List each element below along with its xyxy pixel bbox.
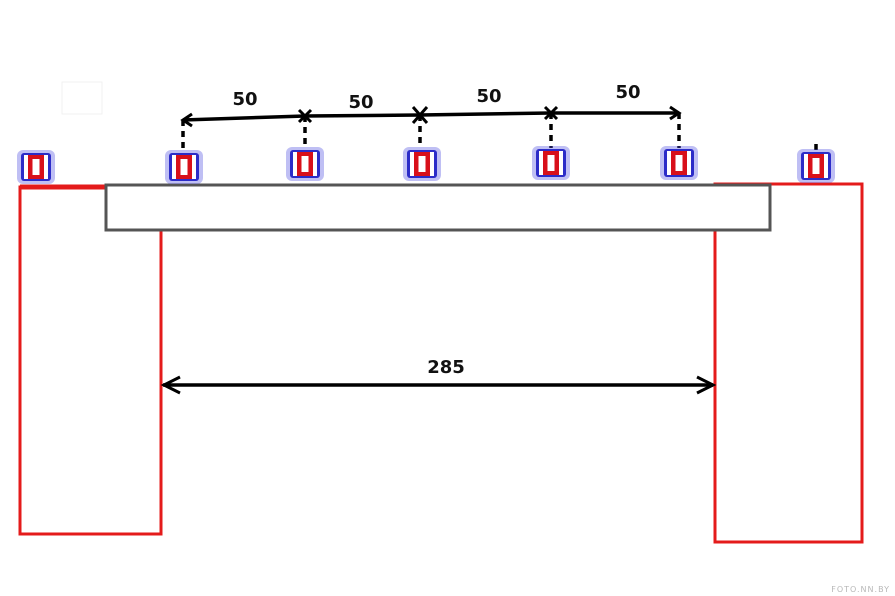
faint-panel xyxy=(61,81,103,115)
shelf-beam xyxy=(104,183,772,232)
spotlight-icon xyxy=(797,149,835,183)
spotlight-icon xyxy=(17,150,55,184)
right-support xyxy=(713,182,864,544)
watermark: FOTO.NN.BY xyxy=(831,585,890,594)
spotlight-icon xyxy=(532,146,570,180)
lamp-row xyxy=(17,146,835,184)
spacing-label-2: 50 xyxy=(348,92,373,113)
spotlight-icon xyxy=(286,147,324,181)
spotlight-icon xyxy=(660,146,698,180)
span-label: 285 xyxy=(427,357,465,378)
span-dimension: 285 xyxy=(160,357,717,395)
spacing-label-4: 50 xyxy=(615,82,640,103)
spotlight-icon xyxy=(165,150,203,184)
spacing-label-3: 50 xyxy=(476,86,501,107)
spotlight-icon xyxy=(403,147,441,181)
left-support xyxy=(18,184,163,536)
spacing-dimension: 50 50 50 50 xyxy=(180,82,818,150)
spacing-label-1: 50 xyxy=(232,89,257,110)
